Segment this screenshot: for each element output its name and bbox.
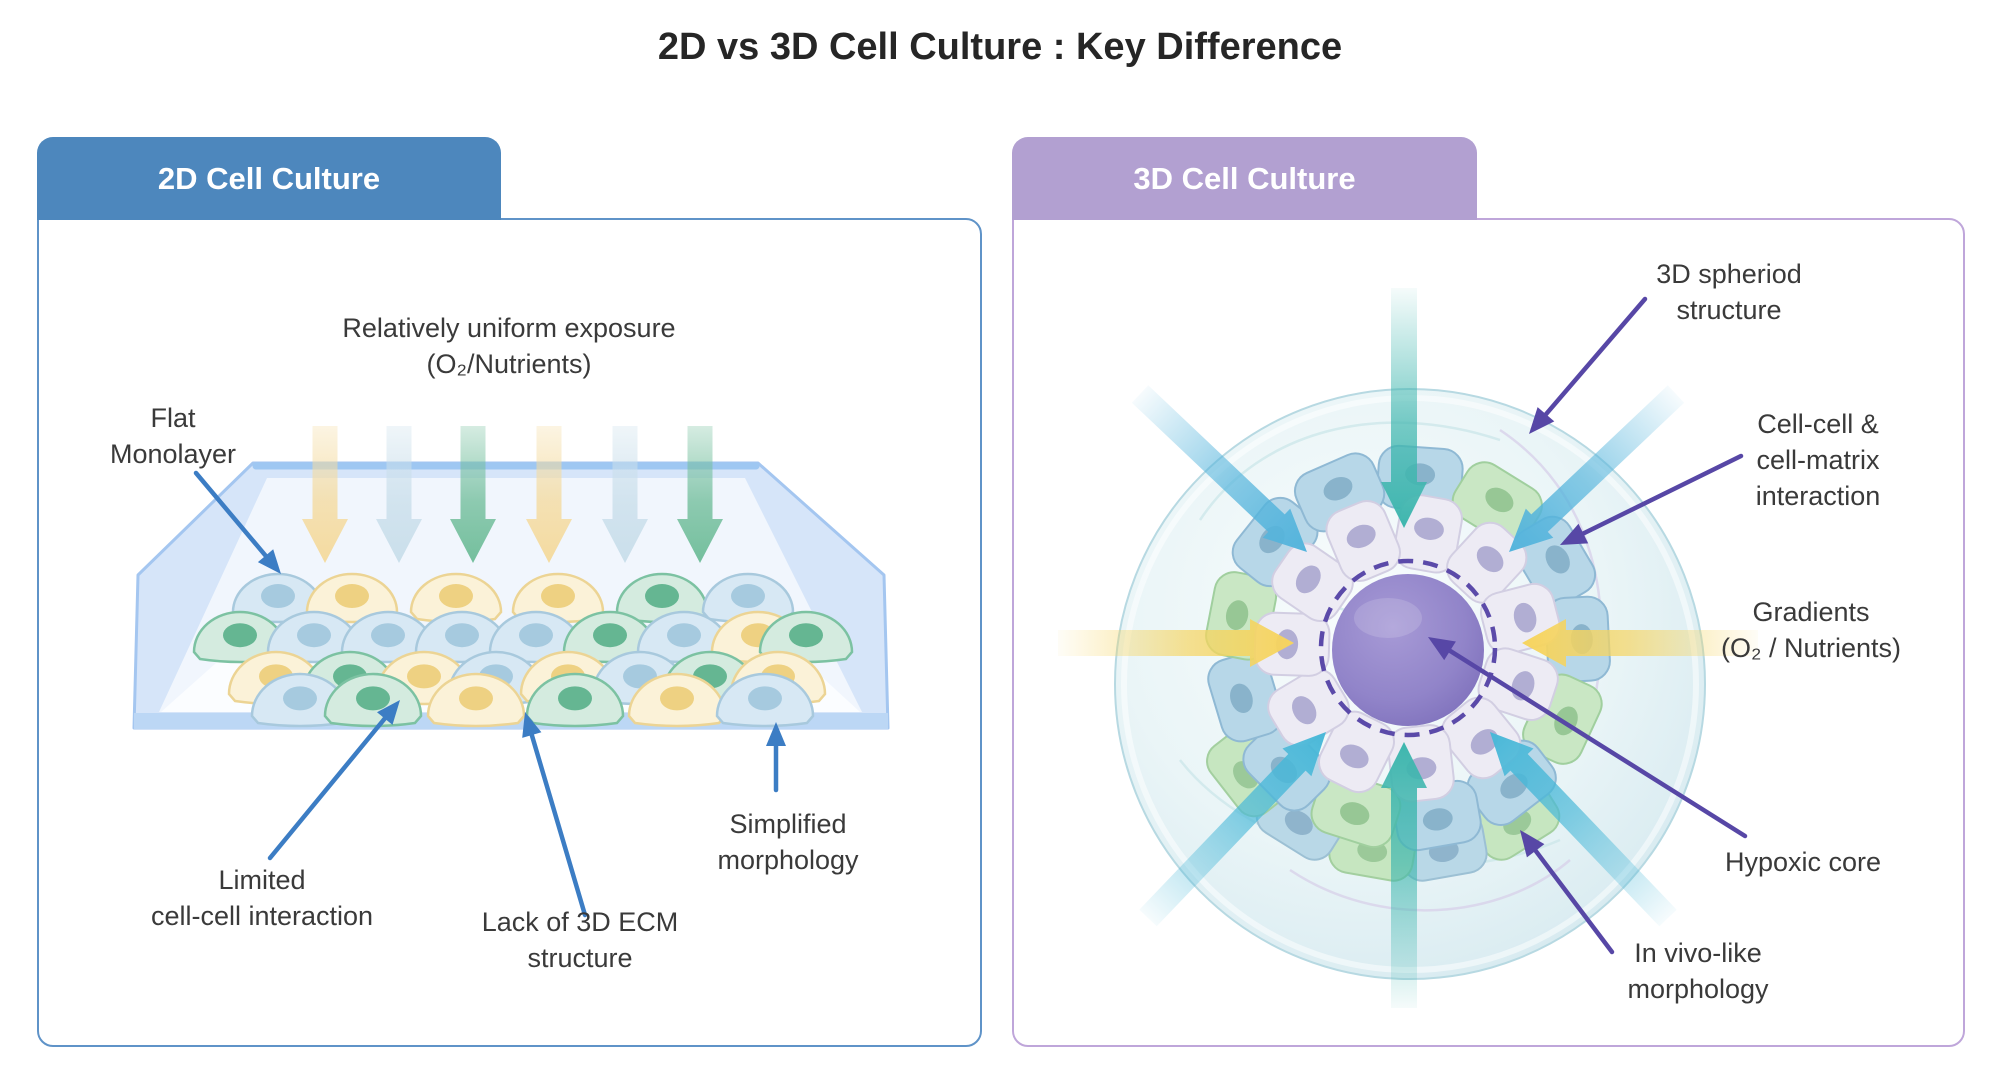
label-line: cell-cell interaction — [150, 901, 374, 931]
label-line: (O₂ / Nutrients) — [1720, 633, 1902, 663]
page-title: 2D vs 3D Cell Culture : Key Difference — [657, 26, 1343, 68]
label-line: Hypoxic core — [1724, 847, 1882, 877]
label-limited-interaction: Limited cell-cell interaction — [151, 862, 373, 934]
label-cell-cell-matrix: Cell-cell & cell-matrix interaction — [1756, 406, 1881, 514]
label-in-vivo-morphology: In vivo-like morphology — [1627, 935, 1768, 1007]
label-line: structure — [1676, 295, 1782, 325]
label-uniform-exposure: Relatively uniform exposure (O₂/Nutrient… — [342, 310, 675, 382]
tab-3d-cell-culture: 3D Cell Culture — [1012, 137, 1477, 220]
label-line: structure — [527, 943, 633, 973]
label-line: 3D spheriod — [1656, 259, 1802, 289]
label-flat-monolayer: Flat Monolayer — [110, 400, 236, 472]
label-line: Monolayer — [109, 439, 237, 469]
label-3d-spheroid-structure: 3D spheriod structure — [1656, 256, 1802, 328]
label-line: (O₂/Nutrients) — [426, 349, 592, 379]
tab-2d-cell-culture: 2D Cell Culture — [37, 137, 501, 220]
label-line: Gradients — [1752, 597, 1870, 627]
tab-3d-label: 3D Cell Culture — [1133, 160, 1356, 196]
label-lack-3d-ecm: Lack of 3D ECM structure — [482, 904, 679, 976]
label-line: interaction — [1755, 481, 1881, 511]
label-line: Relatively uniform exposure — [342, 313, 676, 343]
label-hypoxic-core: Hypoxic core — [1725, 844, 1881, 880]
label-line: cell-matrix — [1756, 445, 1880, 475]
label-line: Cell-cell & — [1757, 409, 1879, 439]
label-line: In vivo-like — [1634, 938, 1762, 968]
label-line: Simplified — [729, 809, 847, 839]
label-line: Limited — [218, 865, 306, 895]
label-simplified-morphology: Simplified morphology — [717, 806, 858, 878]
label-line: morphology — [717, 845, 859, 875]
label-line: Lack of 3D ECM — [481, 907, 679, 937]
label-line: morphology — [1627, 974, 1769, 1004]
tab-2d-label: 2D Cell Culture — [157, 160, 381, 196]
label-gradients: Gradients (O₂ / Nutrients) — [1721, 594, 1901, 666]
label-line: Flat — [150, 403, 196, 433]
